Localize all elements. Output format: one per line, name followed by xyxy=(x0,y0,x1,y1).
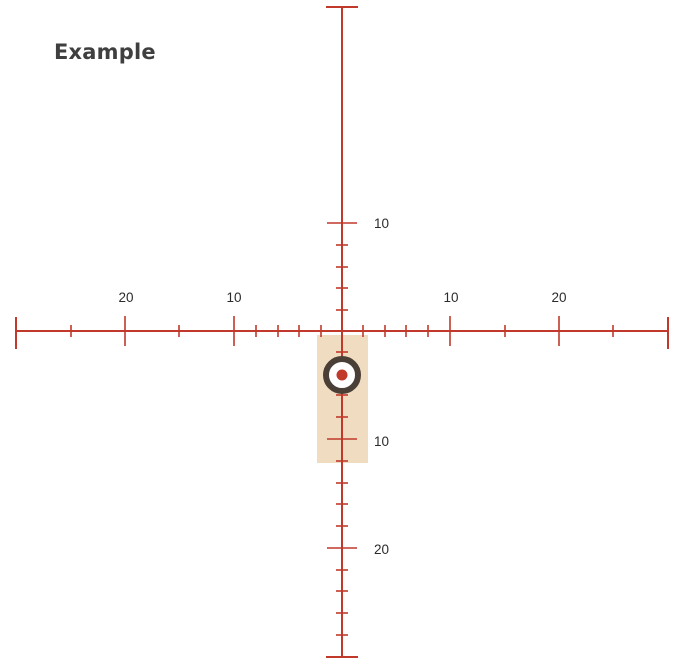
tick-marks xyxy=(70,222,614,636)
v-label-down-10: 10 xyxy=(374,434,389,449)
target-icon xyxy=(323,356,361,394)
page-title: Example xyxy=(54,40,156,64)
crosshair-lines xyxy=(15,6,669,658)
v-label-up-10: 10 xyxy=(374,216,389,231)
v-label-down-20: 20 xyxy=(374,542,389,557)
h-label-right-20: 20 xyxy=(551,290,566,305)
h-label-left-20: 20 xyxy=(118,290,133,305)
h-label-left-10: 10 xyxy=(226,290,241,305)
h-label-right-10: 10 xyxy=(443,290,458,305)
